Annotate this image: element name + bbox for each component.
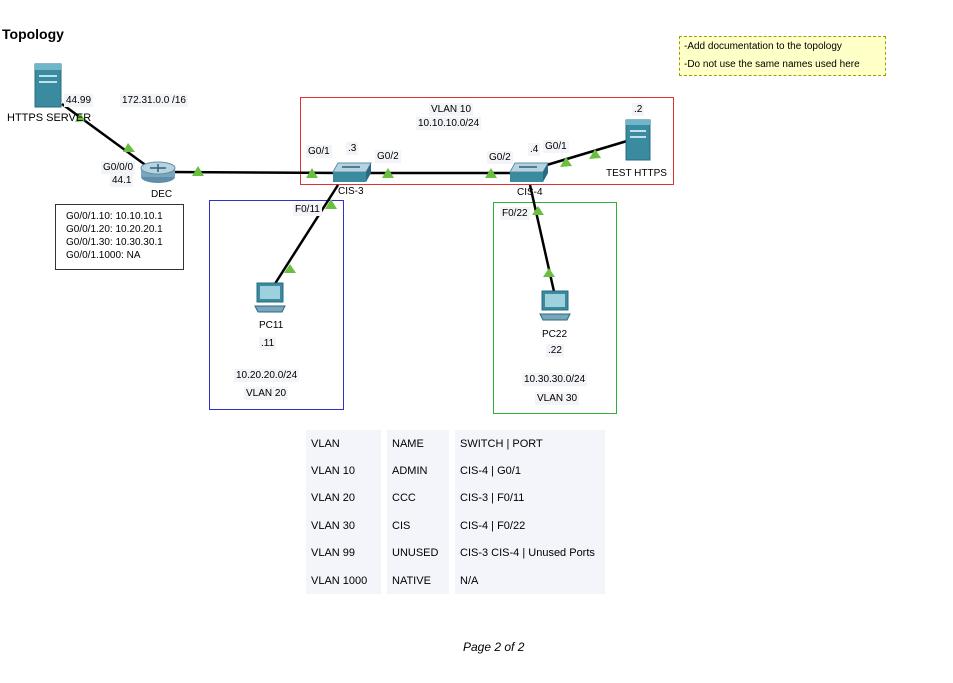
table-cell: N/A xyxy=(455,566,605,595)
pc22-name-label: PC22 xyxy=(542,329,568,340)
vlan20-zone xyxy=(209,200,344,410)
server-network-label: 172.31.0.0 /16 xyxy=(120,94,188,107)
link-light xyxy=(123,143,135,152)
cis3-f011-label: F0/11 xyxy=(293,203,322,216)
link-cis4-pc22 xyxy=(528,184,557,297)
table-header-row: VLAN NAME SWITCH | PORT xyxy=(306,430,605,458)
table-row: VLAN 99 UNUSED CIS-3 CIS-4 | Unused Port… xyxy=(306,539,605,567)
cis4-name-label: CIS-4 xyxy=(517,187,543,198)
link-light xyxy=(532,206,544,215)
router-iface-label: G0/0/0 xyxy=(101,161,136,174)
table-header: VLAN xyxy=(306,430,381,458)
test-server-icon[interactable] xyxy=(625,119,651,161)
pc11-vlan-label: VLAN 20 xyxy=(244,387,289,400)
table-row: VLAN 1000 NATIVE N/A xyxy=(306,566,605,595)
table-cell: CIS xyxy=(387,512,449,540)
table-cell: CIS-4 | G0/1 xyxy=(455,457,605,485)
link-light xyxy=(306,168,318,178)
cis3-g02-label: G0/2 xyxy=(375,150,401,163)
link-light xyxy=(284,264,296,273)
link-light xyxy=(192,166,204,176)
link-light xyxy=(485,168,497,178)
table-row: VLAN 10 ADMIN CIS-4 | G0/1 xyxy=(306,457,605,485)
sticky-note: -Add documentation to the topology -Do n… xyxy=(679,36,886,76)
test-server-name-label: TEST HTTPS xyxy=(606,168,667,179)
subinterface-line: G0/0/1.20: 10.20.20.1 xyxy=(66,224,163,235)
pc22-network-label: 10.30.30.0/24 xyxy=(522,373,588,386)
pc22-icon[interactable] xyxy=(538,290,572,322)
vlan10-name-label: VLAN 10 xyxy=(429,103,474,116)
cis3-switch-icon[interactable] xyxy=(332,162,372,184)
table-header: NAME xyxy=(387,430,449,458)
table-cell: NATIVE xyxy=(387,566,449,595)
link-light xyxy=(560,157,572,167)
table-cell: VLAN 10 xyxy=(306,457,381,485)
cis4-g01-label: G0/1 xyxy=(543,140,569,153)
cis4-ip-label: .4 xyxy=(528,143,541,156)
vlan30-zone xyxy=(493,202,617,414)
router-ip-label: 44.1 xyxy=(110,174,134,187)
table-cell: UNUSED xyxy=(387,539,449,567)
table-cell: VLAN 30 xyxy=(306,512,381,540)
pc22-vlan-label: VLAN 30 xyxy=(535,392,580,405)
cis4-switch-icon[interactable] xyxy=(509,162,549,184)
cis3-name-label: CIS-3 xyxy=(338,186,364,197)
link-light xyxy=(325,199,337,209)
pc11-network-label: 10.20.20.0/24 xyxy=(234,369,300,382)
table-cell: VLAN 20 xyxy=(306,484,381,513)
subinterface-line: G0/0/1.10: 10.10.10.1 xyxy=(66,211,163,222)
note-line: -Do not use the same names used here xyxy=(684,59,860,70)
https-server-icon[interactable] xyxy=(34,63,62,108)
cis3-ip-label: .3 xyxy=(346,142,359,155)
table-cell: CIS-4 | F0/22 xyxy=(455,512,605,540)
server-ip-label: 44.99 xyxy=(64,94,94,107)
cis4-f022-label: F0/22 xyxy=(500,207,530,220)
subinterface-line: G0/0/1.1000: NA xyxy=(66,250,141,261)
vlan-table: VLAN NAME SWITCH | PORT VLAN 10 ADMIN CI… xyxy=(306,430,605,595)
vlan10-network-label: 10.10.10.0/24 xyxy=(416,117,482,130)
page-title: Topology xyxy=(2,26,64,42)
pc22-ip-label: .22 xyxy=(546,344,564,357)
table-cell: CIS-3 | F0/11 xyxy=(455,484,605,513)
table-cell: CIS-3 CIS-4 | Unused Ports xyxy=(455,539,605,567)
table-row: VLAN 20 CCC CIS-3 | F0/11 xyxy=(306,484,605,513)
cis4-g02-label: G0/2 xyxy=(487,151,513,164)
pc11-ip-label: .11 xyxy=(259,337,277,350)
table-row: VLAN 30 CIS CIS-4 | F0/22 xyxy=(306,512,605,540)
cis3-g01-label: G0/1 xyxy=(306,145,332,158)
pc11-name-label: PC11 xyxy=(259,320,284,331)
router-icon[interactable] xyxy=(140,160,176,184)
vlan10-zone xyxy=(300,97,674,185)
table-header: SWITCH | PORT xyxy=(455,430,605,458)
table-cell: VLAN 1000 xyxy=(306,566,381,595)
table-cell: ADMIN xyxy=(387,457,449,485)
pc11-icon[interactable] xyxy=(253,282,287,314)
link-cis3-pc11 xyxy=(269,184,340,291)
router-name-label: DEC xyxy=(151,189,173,200)
subinterface-line: G0/0/1.30: 10.30.30.1 xyxy=(66,237,163,248)
table-cell: VLAN 99 xyxy=(306,539,381,567)
server-name-label: HTTPS SERVER xyxy=(7,112,92,124)
test-server-ip-label: .2 xyxy=(632,103,645,116)
link-light xyxy=(75,113,86,122)
link-server-router xyxy=(61,102,156,174)
link-light xyxy=(382,168,394,178)
note-line: -Add documentation to the topology xyxy=(684,41,842,52)
table-cell: CCC xyxy=(387,484,449,513)
page-footer: Page 2 of 2 xyxy=(463,640,525,654)
router-subinterface-box: G0/0/1.10: 10.10.10.1 G0/0/1.20: 10.20.2… xyxy=(55,204,184,270)
link-light xyxy=(543,268,555,277)
link-light xyxy=(589,149,601,159)
